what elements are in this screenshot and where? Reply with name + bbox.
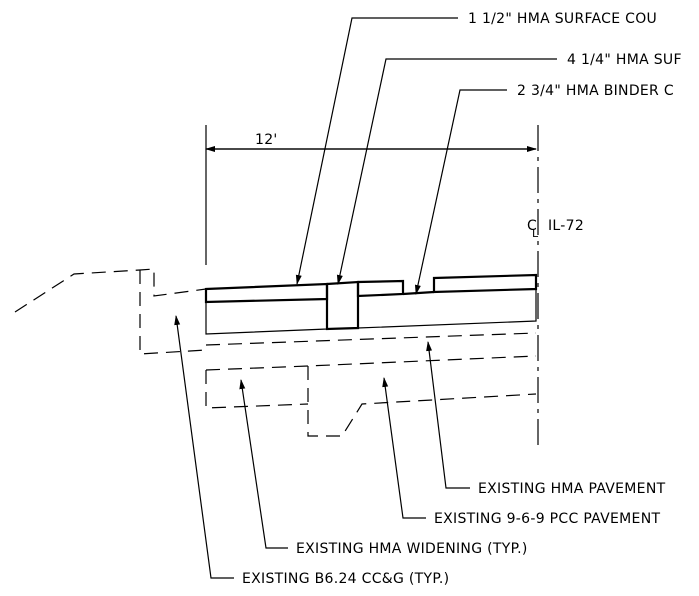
binder-course-right — [357, 288, 537, 329]
svg-text:EXISTING HMA WIDENING (TYP.): EXISTING HMA WIDENING (TYP.) — [296, 541, 528, 557]
existing-hma-widening-outline — [205, 370, 309, 409]
surface-course-layer — [204, 273, 538, 304]
svg-text:1 1/2" HMA SURFACE COU: 1 1/2" HMA SURFACE COU — [468, 11, 657, 27]
svg-text:4 1/4" HMA SUF: 4 1/4" HMA SUF — [567, 52, 682, 68]
existing-hma-pavement-line — [205, 332, 537, 346]
callout-existing-ccg: EXISTING B6.24 CC&G (TYP.) — [174, 315, 449, 587]
centerline-symbol: C — [527, 218, 537, 234]
binder-course-left — [205, 298, 328, 335]
svg-text:EXISTING B6.24 CC&G (TYP.): EXISTING B6.24 CC&G (TYP.) — [242, 571, 449, 587]
callout-surface-course: 1 1/2" HMA SURFACE COU — [295, 11, 657, 285]
existing-pcc-top — [205, 355, 537, 371]
existing-curb-gutter-top — [14, 268, 207, 313]
callout-4-quarter-hma: 4 1/4" HMA SUF — [336, 52, 682, 285]
svg-text:EXISTING HMA PAVEMENT: EXISTING HMA PAVEMENT — [478, 481, 666, 497]
joint-patch-crosshatch — [325, 280, 360, 331]
existing-curb-gutter-back — [139, 270, 207, 355]
callout-binder-course: 2 3/4" HMA BINDER C — [414, 83, 674, 295]
centerline-subscript: L — [532, 227, 539, 240]
callout-existing-pcc-pavement: EXISTING 9-6-9 PCC PAVEMENT — [382, 377, 660, 527]
existing-pcc-bottom — [307, 366, 537, 437]
centerline-label: IL-72 — [548, 218, 584, 234]
svg-text:EXISTING 9-6-9 PCC PAVEMENT: EXISTING 9-6-9 PCC PAVEMENT — [434, 511, 660, 527]
callout-existing-hma-widening: EXISTING HMA WIDENING (TYP.) — [239, 379, 528, 557]
centerline-marker: C L IL-72 — [527, 125, 584, 445]
width-dimension: 12' — [205, 125, 537, 265]
svg-text:2 3/4" HMA BINDER C: 2 3/4" HMA BINDER C — [517, 83, 674, 99]
callout-existing-hma-pavement: EXISTING HMA PAVEMENT — [426, 341, 666, 497]
dimension-label: 12' — [255, 132, 278, 148]
